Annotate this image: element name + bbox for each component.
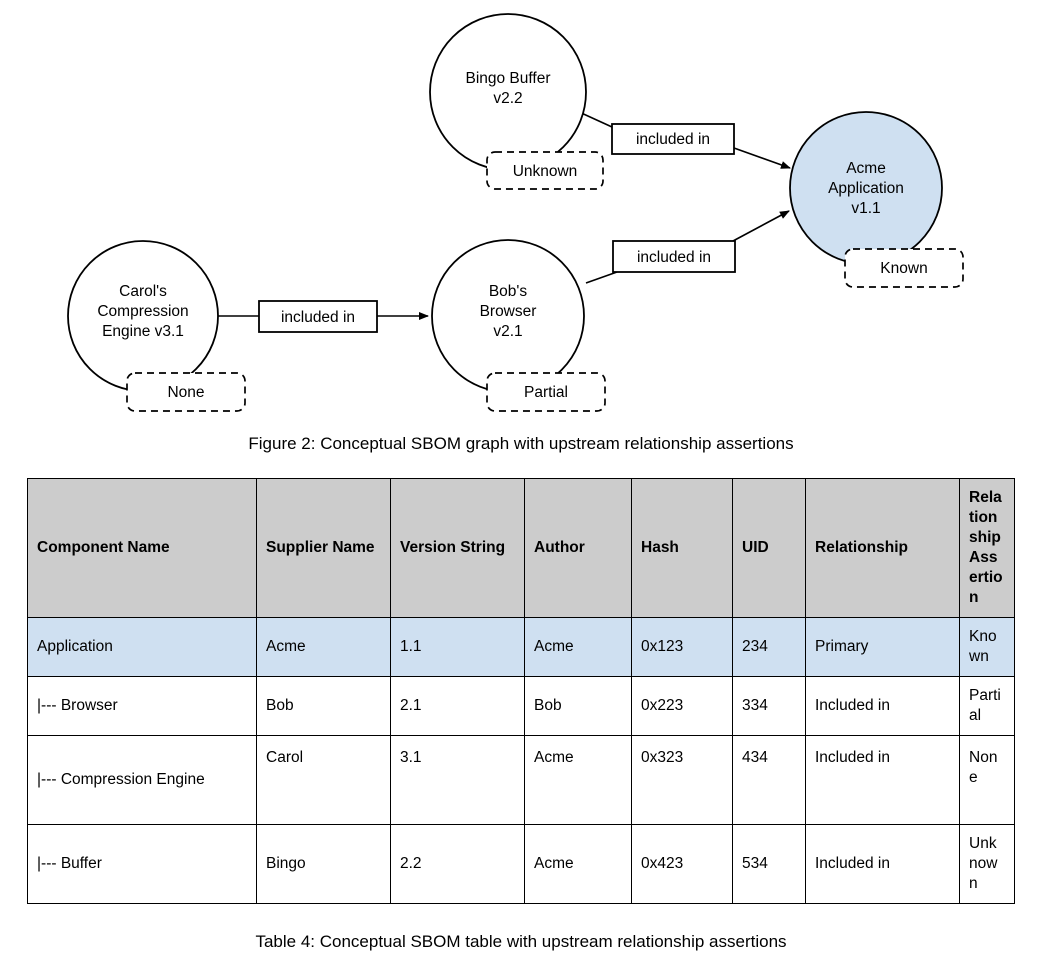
node-carols-compression-engine-line-3: Engine v3.1 xyxy=(102,323,184,340)
cell-relationship: Primary xyxy=(805,617,960,677)
cell-author: Acme xyxy=(524,735,632,825)
edge-label-bob-to-acme: included in xyxy=(637,249,711,266)
col-header-relationship-assertion: Relationship Assertion xyxy=(959,478,1015,618)
sbom-graph-figure: included in included in included in Bing… xyxy=(0,0,1042,432)
cell-component-name: |--- Compression Engine xyxy=(27,735,257,825)
assertion-label-bingo-buffer: Unknown xyxy=(513,163,578,180)
assertion-bingo-buffer: Unknown xyxy=(486,151,604,190)
sbom-table-head: Component Name Supplier Name Version Str… xyxy=(27,478,1015,618)
node-bingo-buffer[interactable]: Bingo Buffer v2.2 xyxy=(429,13,587,171)
sbom-table: Component Name Supplier Name Version Str… xyxy=(27,478,1015,904)
cell-author: Acme xyxy=(524,617,632,677)
table-row[interactable]: |--- Browser Bob 2.1 Bob 0x223 334 Inclu… xyxy=(27,676,1015,736)
cell-component-name: |--- Browser xyxy=(27,676,257,736)
cell-hash: 0x423 xyxy=(631,824,733,904)
node-acme-application-line-2: Application xyxy=(828,180,904,197)
cell-uid: 234 xyxy=(732,617,806,677)
cell-author: Bob xyxy=(524,676,632,736)
cell-relationship-assertion: Unknown xyxy=(959,824,1015,904)
assertion-box-acme-application xyxy=(844,248,964,288)
cell-relationship-assertion: Known xyxy=(959,617,1015,677)
node-carols-compression-engine-line-2: Compression xyxy=(97,303,188,320)
assertion-box-bobs-browser xyxy=(486,372,606,412)
assertion-carols-compression-engine: None xyxy=(126,372,246,412)
cell-relationship: Included in xyxy=(805,824,960,904)
assertion-box-carols-compression-engine xyxy=(126,372,246,412)
table-row[interactable]: |--- Compression Engine Carol 3.1 Acme 0… xyxy=(27,735,1015,825)
edge-bingo-to-acme: included in xyxy=(565,105,791,169)
cell-uid: 434 xyxy=(732,735,806,825)
cell-uid: 534 xyxy=(732,824,806,904)
col-header-supplier-name: Supplier Name xyxy=(256,478,391,618)
assertion-bobs-browser: Partial xyxy=(486,372,606,412)
table-caption: Table 4: Conceptual SBOM table with upst… xyxy=(255,932,787,951)
assertion-label-bobs-browser: Partial xyxy=(524,384,568,401)
table-row[interactable]: Application Acme 1.1 Acme 0x123 234 Prim… xyxy=(27,617,1015,677)
edge-label-carol-to-bob: included in xyxy=(281,309,355,326)
edge-label-box-bob-to-acme xyxy=(612,240,736,273)
col-header-version-string: Version String xyxy=(390,478,525,618)
cell-hash: 0x123 xyxy=(631,617,733,677)
cell-relationship-assertion: None xyxy=(959,735,1015,825)
edge-bob-to-acme: included in xyxy=(585,210,790,284)
cell-version-string: 2.2 xyxy=(390,824,525,904)
sbom-table-body: Application Acme 1.1 Acme 0x123 234 Prim… xyxy=(27,617,1015,904)
cell-supplier-name: Bob xyxy=(256,676,391,736)
node-acme-application-line-3: v1.1 xyxy=(851,200,880,217)
cell-component-name: |--- Buffer xyxy=(27,824,257,904)
node-bingo-buffer-line-2: v2.2 xyxy=(493,90,522,107)
col-header-relationship: Relationship xyxy=(805,478,960,618)
cell-version-string: 1.1 xyxy=(390,617,525,677)
edge-label-box-bingo-to-acme xyxy=(611,123,735,155)
cell-hash: 0x223 xyxy=(631,676,733,736)
col-header-hash: Hash xyxy=(631,478,733,618)
cell-supplier-name: Carol xyxy=(256,735,391,825)
cell-relationship: Included in xyxy=(805,676,960,736)
node-carols-compression-engine[interactable]: Carol's Compression Engine v3.1 xyxy=(67,240,219,392)
cell-relationship: Included in xyxy=(805,735,960,825)
table-header-row: Component Name Supplier Name Version Str… xyxy=(27,478,1015,618)
node-acme-application-line-1: Acme xyxy=(846,160,886,177)
assertion-label-acme-application: Known xyxy=(880,260,927,277)
edge-label-bingo-to-acme: included in xyxy=(636,131,710,148)
cell-author: Acme xyxy=(524,824,632,904)
edge-bingo-to-acme-line-out xyxy=(733,147,791,169)
edge-carol-to-bob: included in xyxy=(218,300,429,333)
node-acme-application[interactable]: Acme Application v1.1 xyxy=(789,111,943,265)
col-header-uid: UID xyxy=(732,478,806,618)
edge-label-box-carol-to-bob xyxy=(258,300,378,333)
node-carols-compression-engine-line-1: Carol's xyxy=(119,283,167,300)
assertion-acme-application: Known xyxy=(844,248,964,288)
cell-version-string: 2.1 xyxy=(390,676,525,736)
col-header-component-name: Component Name xyxy=(27,478,257,618)
cell-version-string: 3.1 xyxy=(390,735,525,825)
cell-hash: 0x323 xyxy=(631,735,733,825)
col-header-author: Author xyxy=(524,478,632,618)
edge-bob-to-acme-line-in xyxy=(585,271,618,284)
assertion-box-bingo-buffer xyxy=(486,151,604,190)
assertion-label-carols-compression-engine: None xyxy=(167,384,204,401)
table-row[interactable]: |--- Buffer Bingo 2.2 Acme 0x423 534 Inc… xyxy=(27,824,1015,904)
sbom-table-container: Component Name Supplier Name Version Str… xyxy=(27,478,1015,904)
node-bobs-browser-line-1: Bob's xyxy=(489,283,528,300)
cell-uid: 334 xyxy=(732,676,806,736)
node-bobs-browser[interactable]: Bob's Browser v2.1 xyxy=(431,239,585,393)
node-bobs-browser-line-3: v2.1 xyxy=(493,323,522,340)
cell-supplier-name: Bingo xyxy=(256,824,391,904)
edge-bob-to-acme-line-out xyxy=(732,210,790,242)
cell-supplier-name: Acme xyxy=(256,617,391,677)
cell-relationship-assertion: Partial xyxy=(959,676,1015,736)
node-bingo-buffer-line-1: Bingo Buffer xyxy=(465,70,550,87)
cell-component-name: Application xyxy=(27,617,257,677)
sbom-graph-svg: included in included in included in Bing… xyxy=(67,13,964,412)
figure-caption: Figure 2: Conceptual SBOM graph with ups… xyxy=(248,434,794,453)
node-bobs-browser-line-2: Browser xyxy=(480,303,537,320)
